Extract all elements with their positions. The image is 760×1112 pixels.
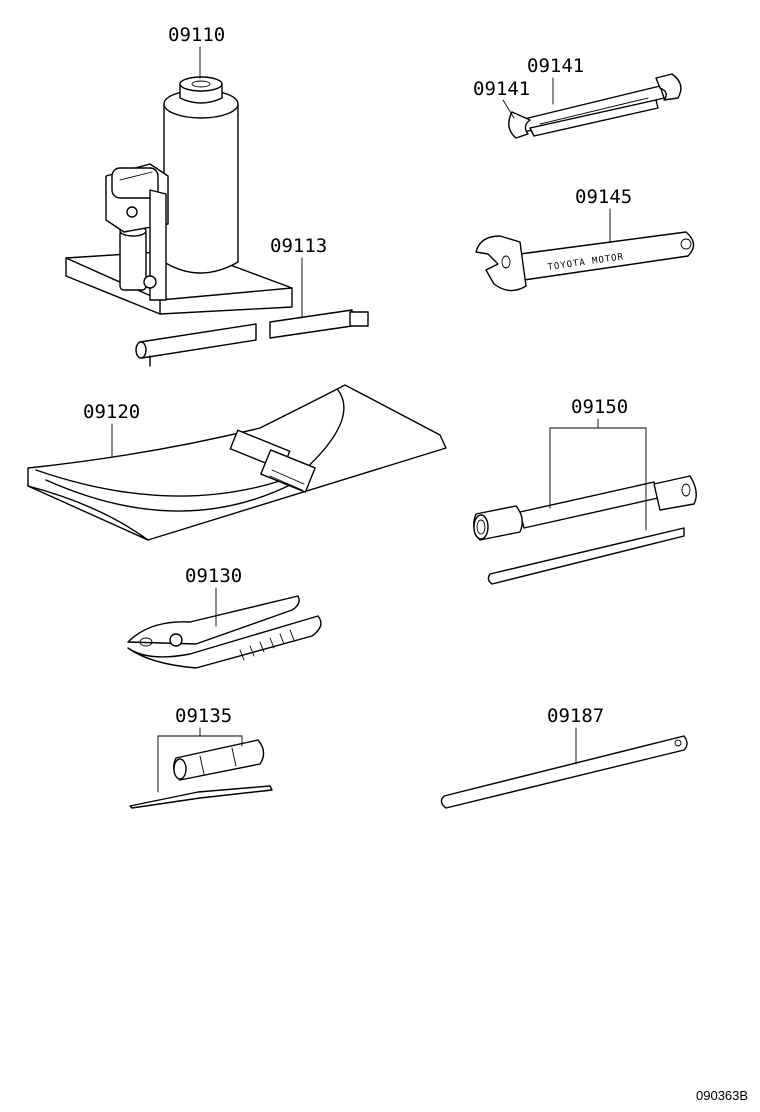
part-number-09120: 09120 bbox=[83, 401, 140, 423]
part-number-09150: 09150 bbox=[571, 396, 628, 418]
adjustable-wrench-illustration: TOYOTA MOTOR bbox=[475, 231, 695, 292]
part-number-09145: 09145 bbox=[575, 186, 632, 208]
part-number-09141-b: 09141 bbox=[473, 78, 530, 100]
extension-bar-illustration bbox=[440, 735, 688, 809]
jack-handle-illustration bbox=[135, 309, 369, 367]
diagram-code: 090363B bbox=[696, 1088, 748, 1103]
screwdriver-illustration bbox=[129, 739, 273, 809]
part-number-09187: 09187 bbox=[547, 705, 604, 727]
leader-09141-b bbox=[502, 99, 515, 119]
part-number-09135: 09135 bbox=[175, 705, 232, 727]
part-number-09141-a: 09141 bbox=[527, 55, 584, 77]
bottle-jack-illustration bbox=[65, 76, 293, 315]
wheel-nut-wrench-illustration bbox=[473, 475, 697, 585]
spanner-illustration bbox=[508, 73, 682, 139]
part-number-09130: 09130 bbox=[185, 565, 242, 587]
part-number-09110: 09110 bbox=[168, 24, 225, 46]
pliers-illustration bbox=[127, 595, 322, 669]
part-number-09113: 09113 bbox=[270, 235, 327, 257]
tool-bag-illustration bbox=[27, 384, 447, 541]
